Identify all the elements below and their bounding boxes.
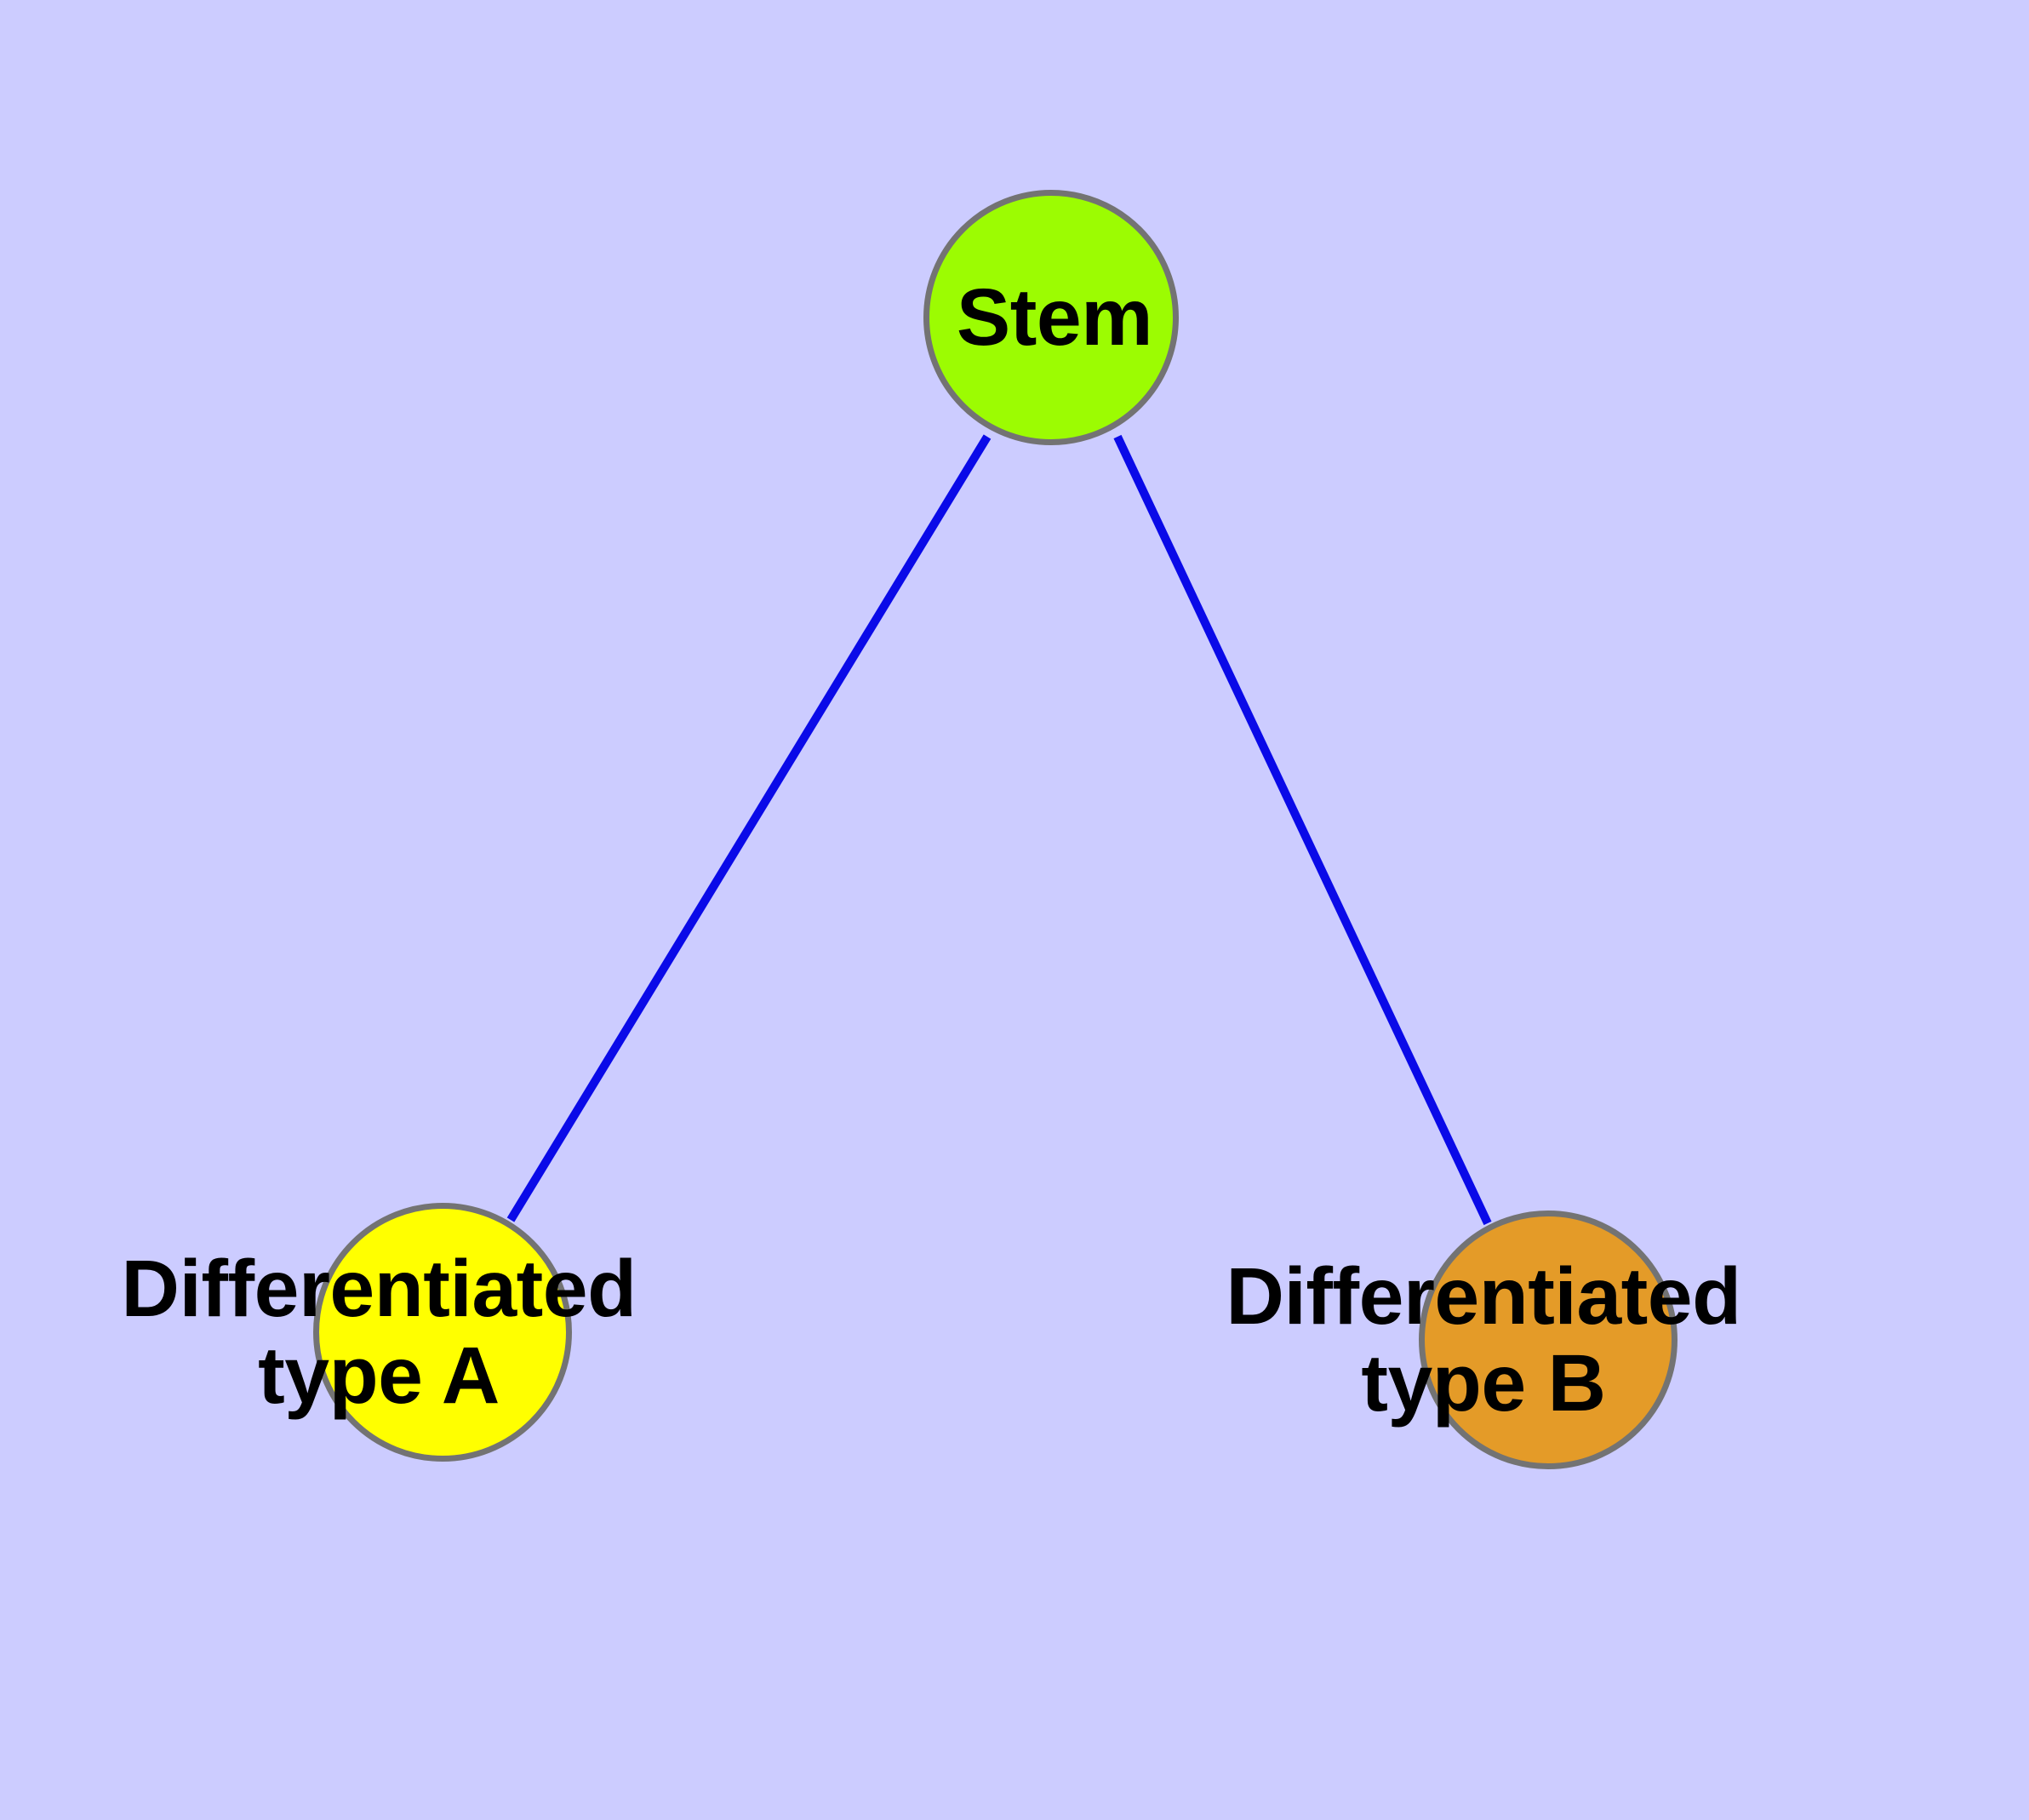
edge-stem-to-differentiated-type-b[interactable] (1113, 434, 1492, 1226)
node-differentiated-type-a[interactable] (313, 1203, 572, 1462)
node-differentiated-type-b[interactable] (1419, 1210, 1677, 1469)
node-stem[interactable] (923, 190, 1179, 445)
edge-stem-to-differentiated-type-a[interactable] (506, 434, 992, 1222)
